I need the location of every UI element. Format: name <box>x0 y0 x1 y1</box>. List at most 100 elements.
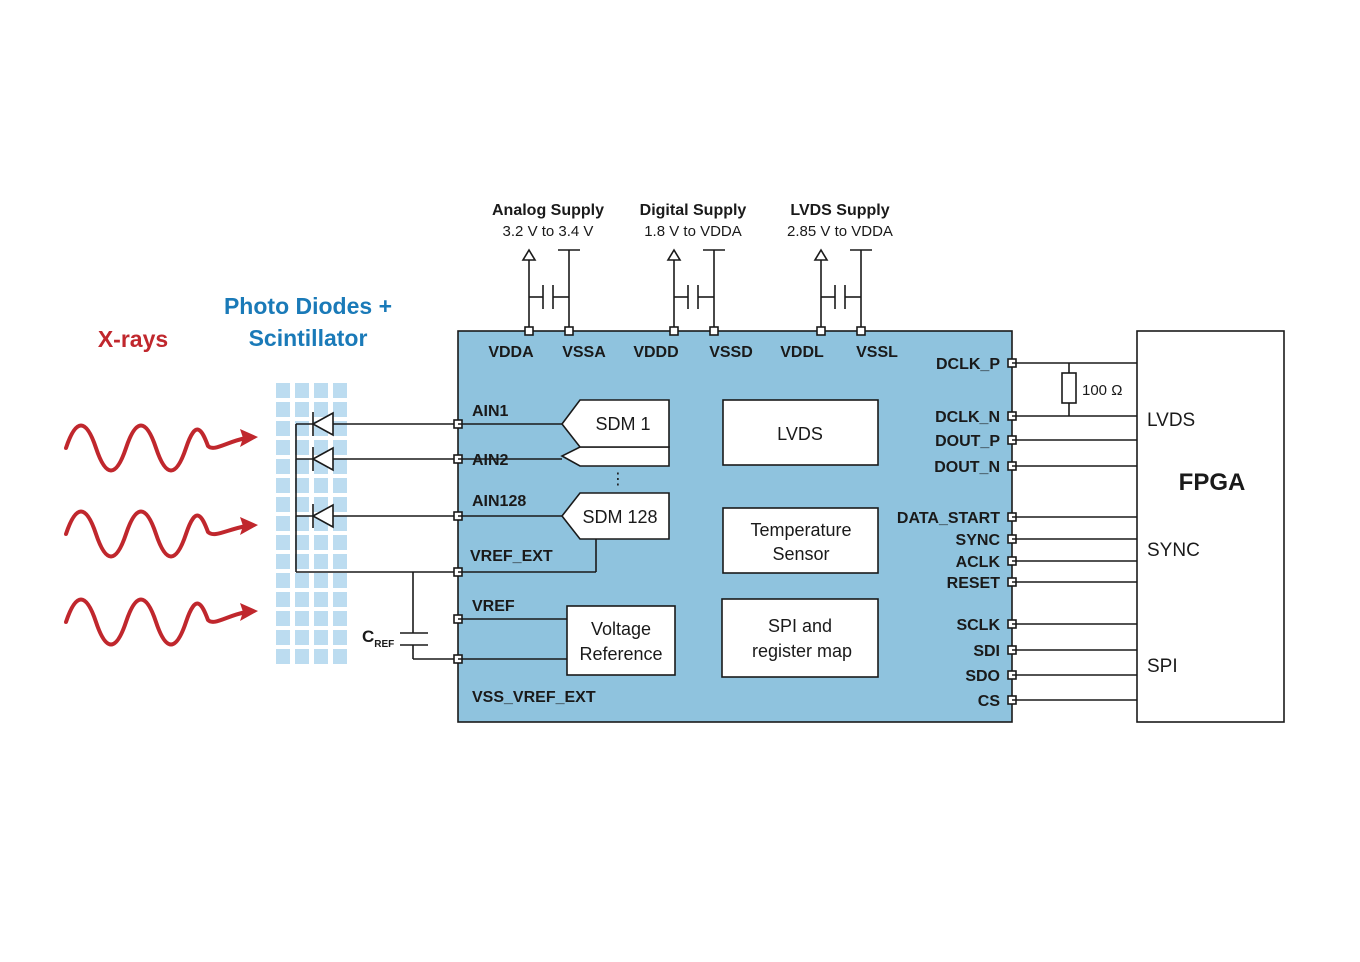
scintillator-cell <box>295 630 309 645</box>
lvds-supply-title: LVDS Supply <box>790 202 889 219</box>
chip-top-pins: VDDA VSSA VDDD VSSD VDDL VSSL <box>488 326 898 361</box>
pin-label-ain2: AIN2 <box>472 452 509 469</box>
pin-label-vdda: VDDA <box>488 344 534 361</box>
pin-label-dout-p: DOUT_P <box>935 433 1000 450</box>
scintillator-cell <box>276 611 290 626</box>
scintillator-cell <box>314 440 328 455</box>
chip-right-pins: DCLK_P DCLK_N DOUT_P DOUT_N DATA_START SYNC AC… <box>897 356 1017 710</box>
termination-resistor <box>1061 363 1077 416</box>
scintillator-cell <box>333 554 347 569</box>
sdm128-label: SDM 128 <box>582 507 657 527</box>
pin-label-aclk: ACLK <box>956 554 1001 571</box>
digital-supply-range: 1.8 V to VDDA <box>644 223 742 240</box>
pin-label-vref: VREF <box>472 598 515 615</box>
vref-block-line2: Reference <box>579 644 662 664</box>
scintillator-cell <box>295 383 309 398</box>
scintillator-cell <box>333 497 347 512</box>
scintillator-cell <box>333 516 347 531</box>
scintillator-cell <box>295 649 309 664</box>
scintillator-cell <box>295 459 309 474</box>
scintillator-cell <box>276 630 290 645</box>
pin-label-dout-n: DOUT_N <box>934 459 1000 476</box>
pin-label-vss-vref-ext: VSS_VREF_EXT <box>472 689 596 706</box>
scintillator-cell <box>314 535 328 550</box>
cref-label: CREF <box>362 627 394 650</box>
scintillator-cell <box>333 573 347 588</box>
scintillator-cell <box>314 383 328 398</box>
pin-label-vssl: VSSL <box>856 344 898 361</box>
photodiode-wiring <box>295 423 458 573</box>
scintillator-cell <box>333 478 347 493</box>
scintillator-cell <box>295 497 309 512</box>
scintillator-cell <box>276 649 290 664</box>
scintillator-cell <box>276 402 290 417</box>
pin-label-vssa: VSSA <box>562 344 606 361</box>
photodiode-label-line2: Scintillator <box>249 325 368 351</box>
sdm128-block <box>560 492 670 540</box>
sdm1-label: SDM 1 <box>595 414 650 434</box>
xray-arrow-3 <box>240 603 258 621</box>
xray-label: X-rays <box>98 326 168 352</box>
pin-label-vref-ext: VREF_EXT <box>470 548 553 565</box>
pin-label-sdi: SDI <box>973 643 1000 660</box>
fpga-interface-wiring <box>1012 362 1137 701</box>
temperature-sensor-block <box>722 507 879 574</box>
scintillator-cell <box>314 649 328 664</box>
voltage-reference-block <box>566 605 676 676</box>
pin-label-data-start: DATA_START <box>897 510 1000 527</box>
scintillator-cell <box>314 402 328 417</box>
scintillator-cell <box>314 573 328 588</box>
xray-wave-3 <box>64 597 248 647</box>
pin-label-reset: RESET <box>947 575 1001 592</box>
scintillator-cell <box>276 516 290 531</box>
pin-vddd <box>669 326 679 336</box>
pin-label-cs: CS <box>978 693 1001 710</box>
sdm1-block <box>560 399 670 467</box>
scintillator-cell <box>333 440 347 455</box>
scintillator-cell <box>276 440 290 455</box>
pin-label-dclk-n: DCLK_N <box>935 409 1000 426</box>
scintillator-cell <box>314 611 328 626</box>
scintillator-cell <box>314 478 328 493</box>
pin-vssd <box>709 326 719 336</box>
scintillator-cell <box>295 516 309 531</box>
digital-supply-title: Digital Supply <box>640 202 747 219</box>
scintillator-cell <box>295 611 309 626</box>
xray-arrow-1 <box>240 429 258 447</box>
temp-block-line1: Temperature <box>750 520 851 540</box>
scintillator-cell <box>276 535 290 550</box>
vref-block-line1: Voltage <box>591 619 651 639</box>
pin-label-sync: SYNC <box>956 532 1001 549</box>
digital-supply-decoupling <box>666 248 725 331</box>
pin-vdda <box>524 326 534 336</box>
analog-supply-title: Analog Supply <box>492 202 604 219</box>
scintillator-cell <box>276 497 290 512</box>
scintillator-cell <box>314 554 328 569</box>
pin-vssa <box>564 326 574 336</box>
lvds-supply-decoupling <box>813 248 872 331</box>
lvds-block <box>722 399 879 466</box>
pin-label-vssd: VSSD <box>709 344 753 361</box>
scintillator-cell <box>314 630 328 645</box>
photodiode-label-line1: Photo Diodes + <box>224 293 392 319</box>
resistor-label: 100 Ω <box>1082 382 1122 399</box>
pin-label-sclk: SCLK <box>956 617 1000 634</box>
scintillator-grid <box>276 383 347 664</box>
spi-block-line1: SPI and <box>768 616 832 636</box>
xray-wave-2 <box>64 509 248 559</box>
scintillator-cell <box>295 554 309 569</box>
scintillator-cell <box>295 402 309 417</box>
scintillator-cell <box>333 611 347 626</box>
scintillator-cell <box>276 478 290 493</box>
scintillator-cell <box>314 497 328 512</box>
pin-vddl <box>816 326 826 336</box>
pin-label-vddl: VDDL <box>780 344 824 361</box>
fpga-title: FPGA <box>1179 469 1246 496</box>
scintillator-cell <box>295 440 309 455</box>
scintillator-cell <box>295 478 309 493</box>
scintillator-cell <box>276 459 290 474</box>
pin-label-vddd: VDDD <box>633 344 678 361</box>
pin-label-ain128: AIN128 <box>472 493 526 510</box>
pin-label-dclk-p: DCLK_P <box>936 356 1000 373</box>
